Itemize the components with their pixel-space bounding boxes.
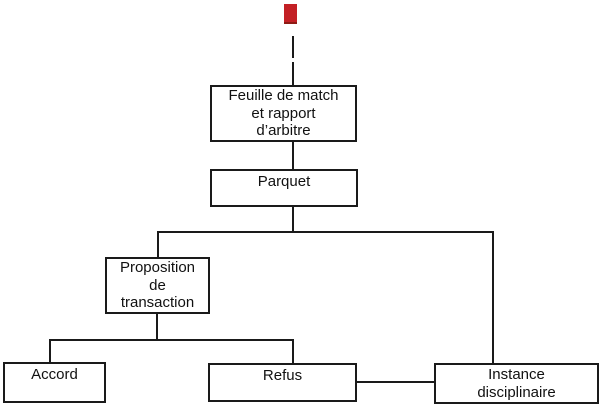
connector-proposition-down [156,314,158,341]
node-parquet: Parquet [210,169,358,207]
node-feuille-de-match: Feuille de match et rapport d’arbitre [210,85,357,142]
node-label-line: Instance [488,366,545,383]
node-instance-disciplinaire: Instance disciplinaire [434,363,599,404]
node-label-line: de [149,276,166,294]
node-label-line: d’arbitre [256,122,311,140]
node-proposition-de-transaction: Proposition de transaction [105,257,210,314]
connector-branch1-to-proposition [157,231,159,257]
connector-marker-to-feuille-segment-1 [292,36,294,58]
connector-refus-to-instance [357,381,434,383]
node-label: Accord [31,366,78,383]
connector-feuille-to-parquet [292,142,294,169]
red-start-marker-icon [284,4,297,24]
node-label-line: Feuille de match [228,87,339,105]
connector-branch2-horizontal [49,339,294,341]
node-label-line: disciplinaire [477,383,556,401]
connector-marker-to-feuille-segment-2 [292,62,294,86]
connector-branch2-to-refus [292,339,294,363]
node-label: Parquet [257,173,311,190]
node-label-line: Proposition [119,259,196,277]
node-label-line: transaction [120,294,195,312]
connector-branch2-to-accord [49,339,51,362]
connector-branch1-horizontal [157,231,494,233]
node-refus: Refus [208,363,357,402]
connector-parquet-down [292,207,294,233]
node-label-line: et rapport [251,104,316,122]
node-label: Refus [262,367,303,384]
node-accord: Accord [3,362,106,403]
connector-branch1-to-instance [492,231,494,363]
